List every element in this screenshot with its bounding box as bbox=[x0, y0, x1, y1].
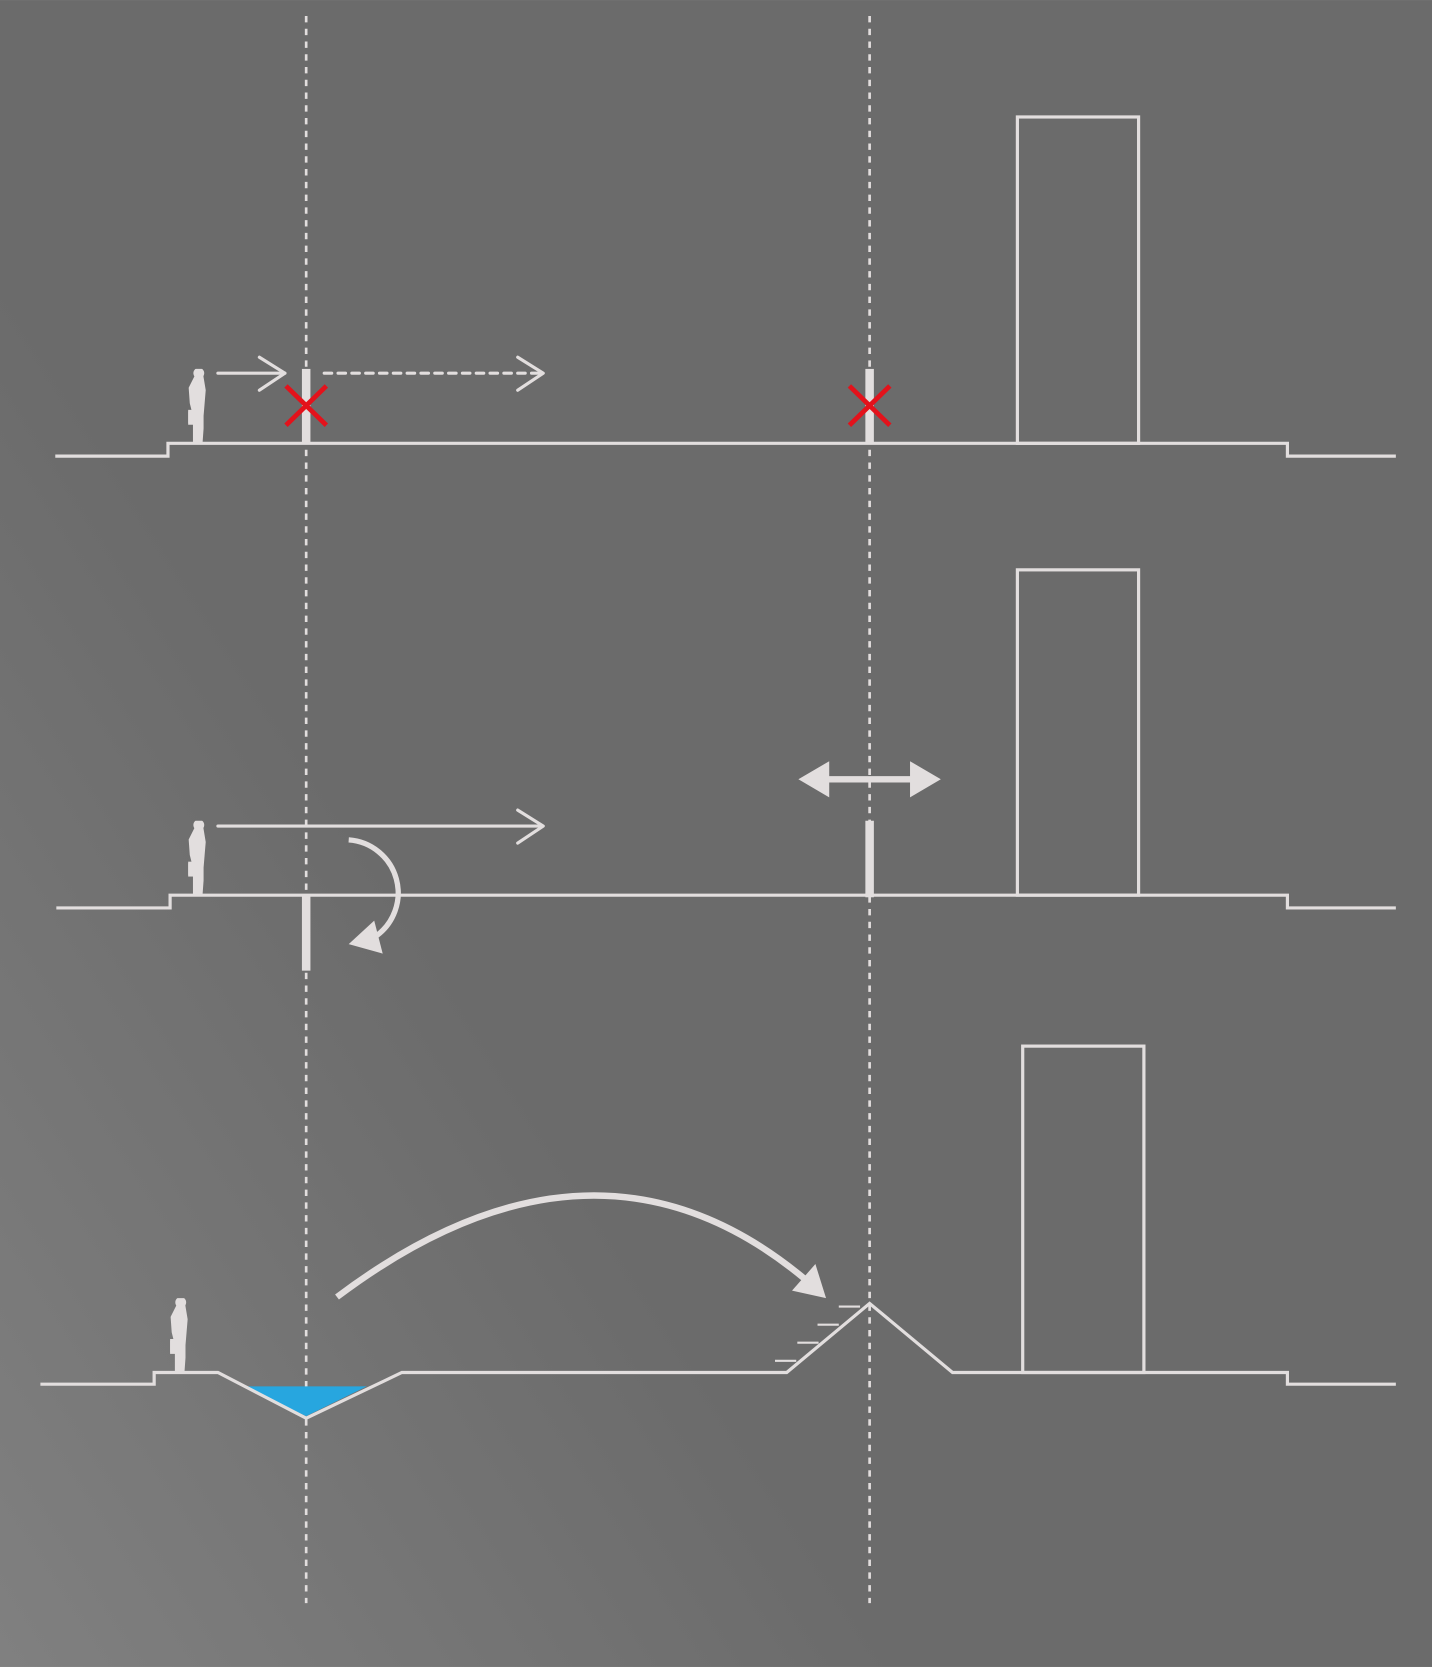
double-arrow-icon bbox=[798, 761, 941, 798]
curved-arrow-icon bbox=[348, 837, 401, 954]
blocked-x-icon bbox=[847, 384, 892, 427]
panel-blocked-crossing bbox=[55, 115, 1396, 458]
blocked-x-icon bbox=[284, 384, 329, 427]
water bbox=[242, 1386, 367, 1417]
ground-line bbox=[55, 441, 1396, 458]
dashed-arrow-icon bbox=[322, 355, 545, 392]
arrow-icon bbox=[216, 355, 287, 392]
building bbox=[1021, 1044, 1146, 1375]
stairs bbox=[775, 1305, 861, 1362]
building bbox=[1015, 115, 1141, 445]
barrier-wall bbox=[865, 820, 874, 898]
arrow-icon bbox=[216, 808, 545, 845]
building bbox=[1015, 568, 1141, 897]
ground-line bbox=[40, 1301, 1396, 1420]
curved-arrow-icon bbox=[335, 1192, 827, 1300]
panel-relocated-barriers bbox=[56, 568, 1396, 971]
ground-line bbox=[56, 893, 1396, 910]
lowered-barrier-wall bbox=[301, 895, 311, 971]
panel-bridge-over-canal bbox=[40, 1044, 1396, 1420]
